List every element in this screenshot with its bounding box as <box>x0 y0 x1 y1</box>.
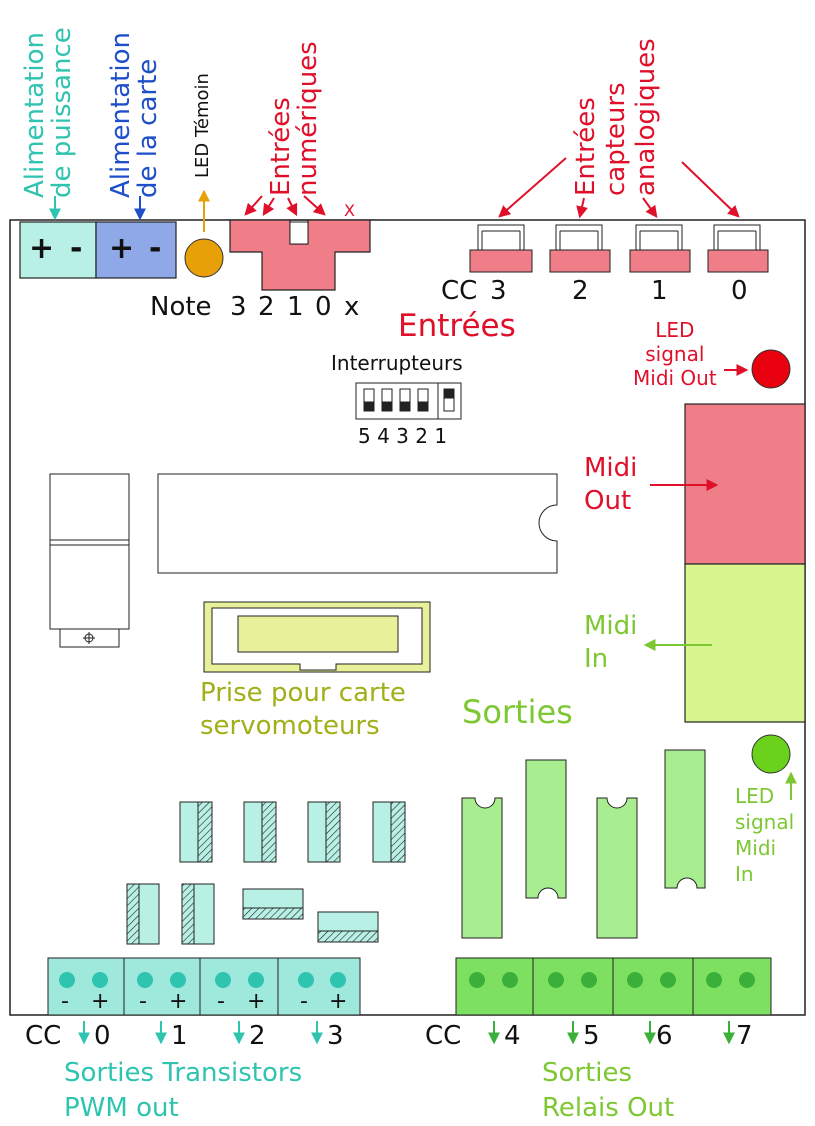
analog-connectors[interactable] <box>469 224 769 273</box>
svg-text:+: + <box>91 989 109 1014</box>
svg-text:-: - <box>300 989 308 1014</box>
svg-text:+: + <box>329 989 347 1014</box>
analog-pin-0: 0 <box>731 276 748 306</box>
led-temoin-icon <box>184 238 224 278</box>
midi-out-led-icon <box>751 349 791 389</box>
board-supply-label: Alimentation de la carte <box>106 32 164 198</box>
relay-pin-4: 4 <box>504 1021 521 1051</box>
relay-pin-5: 5 <box>583 1021 600 1051</box>
transistor-components <box>126 801 406 945</box>
analog-pin-2: 2 <box>572 276 589 306</box>
note-label: Note <box>150 292 212 322</box>
x-mark: X <box>344 201 355 220</box>
transistor-pin-1: 1 <box>171 1021 188 1051</box>
relay-cc-label: CC <box>425 1021 462 1051</box>
servo-socket[interactable] <box>203 601 431 673</box>
switches-numbers: 5 4 3 2 1 <box>358 424 448 448</box>
digital-pin-0: 0 <box>315 292 332 322</box>
power-supply-terminal[interactable] <box>19 221 97 279</box>
midi-out-label: Midi Out <box>584 453 638 516</box>
relay-terminal-screws <box>469 972 755 988</box>
relay-pin-7: 7 <box>736 1021 753 1051</box>
relay-output-arrows <box>488 1021 735 1045</box>
transistor-pin-3: 3 <box>327 1021 344 1051</box>
transistor-output-arrows <box>78 1021 323 1045</box>
transistor-output-terminals[interactable] <box>47 957 361 1016</box>
digital-pin-3: 3 <box>230 292 247 322</box>
digital-pin-2: 2 <box>258 292 275 322</box>
analog-input-arrows <box>498 157 740 219</box>
relay-outputs-title: Sorties Relais Out <box>542 1058 675 1124</box>
relay-output-terminals[interactable] <box>455 957 772 1016</box>
digital-inputs-label: Entrées numériques <box>266 41 324 196</box>
svg-text:+: + <box>169 989 187 1014</box>
midi-in-label: Midi In <box>584 611 638 674</box>
svg-text:-: - <box>139 989 147 1014</box>
transistor-terminal-screws <box>59 972 346 988</box>
relay-components <box>461 749 706 939</box>
inputs-title: Entrées <box>398 308 516 344</box>
analog-inputs-label: Entrées capteurs analogiques <box>571 38 661 196</box>
analog-cc-label: CC <box>441 276 478 306</box>
svg-text:-: - <box>217 989 225 1014</box>
transistor-cc-label: CC <box>25 1021 62 1051</box>
power-minus: - <box>70 231 83 266</box>
servo-label: Prise pour carte servomoteurs <box>200 678 406 741</box>
board-minus: - <box>149 231 162 266</box>
transistor-pin-2: 2 <box>249 1021 266 1051</box>
digital-pin-x: x <box>344 292 360 322</box>
power-plus: + <box>29 231 55 266</box>
midi-out-led-label: LED signal Midi Out <box>633 318 717 390</box>
relay-pin-6: 6 <box>656 1021 673 1051</box>
board-supply-terminal[interactable] <box>95 221 177 279</box>
transistor-pin-0: 0 <box>94 1021 111 1051</box>
midi-in-led-icon <box>751 734 791 774</box>
digital-pin-1: 1 <box>287 292 304 322</box>
midi-in-connector[interactable] <box>684 563 806 723</box>
voltage-regulator <box>49 473 130 648</box>
led-temoin-label: LED Témoin <box>192 73 213 178</box>
analog-pin-1: 1 <box>651 276 668 306</box>
digital-input-arrows <box>244 195 326 217</box>
microcontroller-chip <box>157 473 558 574</box>
midi-in-led-label: LED signal Midi In <box>735 784 795 886</box>
analog-pin-3: 3 <box>490 276 507 306</box>
power-supply-label: Alimentation de puissance <box>20 27 78 198</box>
switches-title: Interrupteurs <box>331 351 463 375</box>
transistor-terminal-polarity: -+ -+ -+ -+ <box>61 989 347 1014</box>
board-plus: + <box>109 231 135 266</box>
dip-switch-block[interactable] <box>355 382 462 420</box>
outputs-title: Sorties <box>462 693 573 731</box>
transistor-outputs-title: Sorties Transistors PWM out <box>64 1058 303 1124</box>
svg-text:+: + <box>247 989 265 1014</box>
svg-text:-: - <box>61 989 69 1014</box>
